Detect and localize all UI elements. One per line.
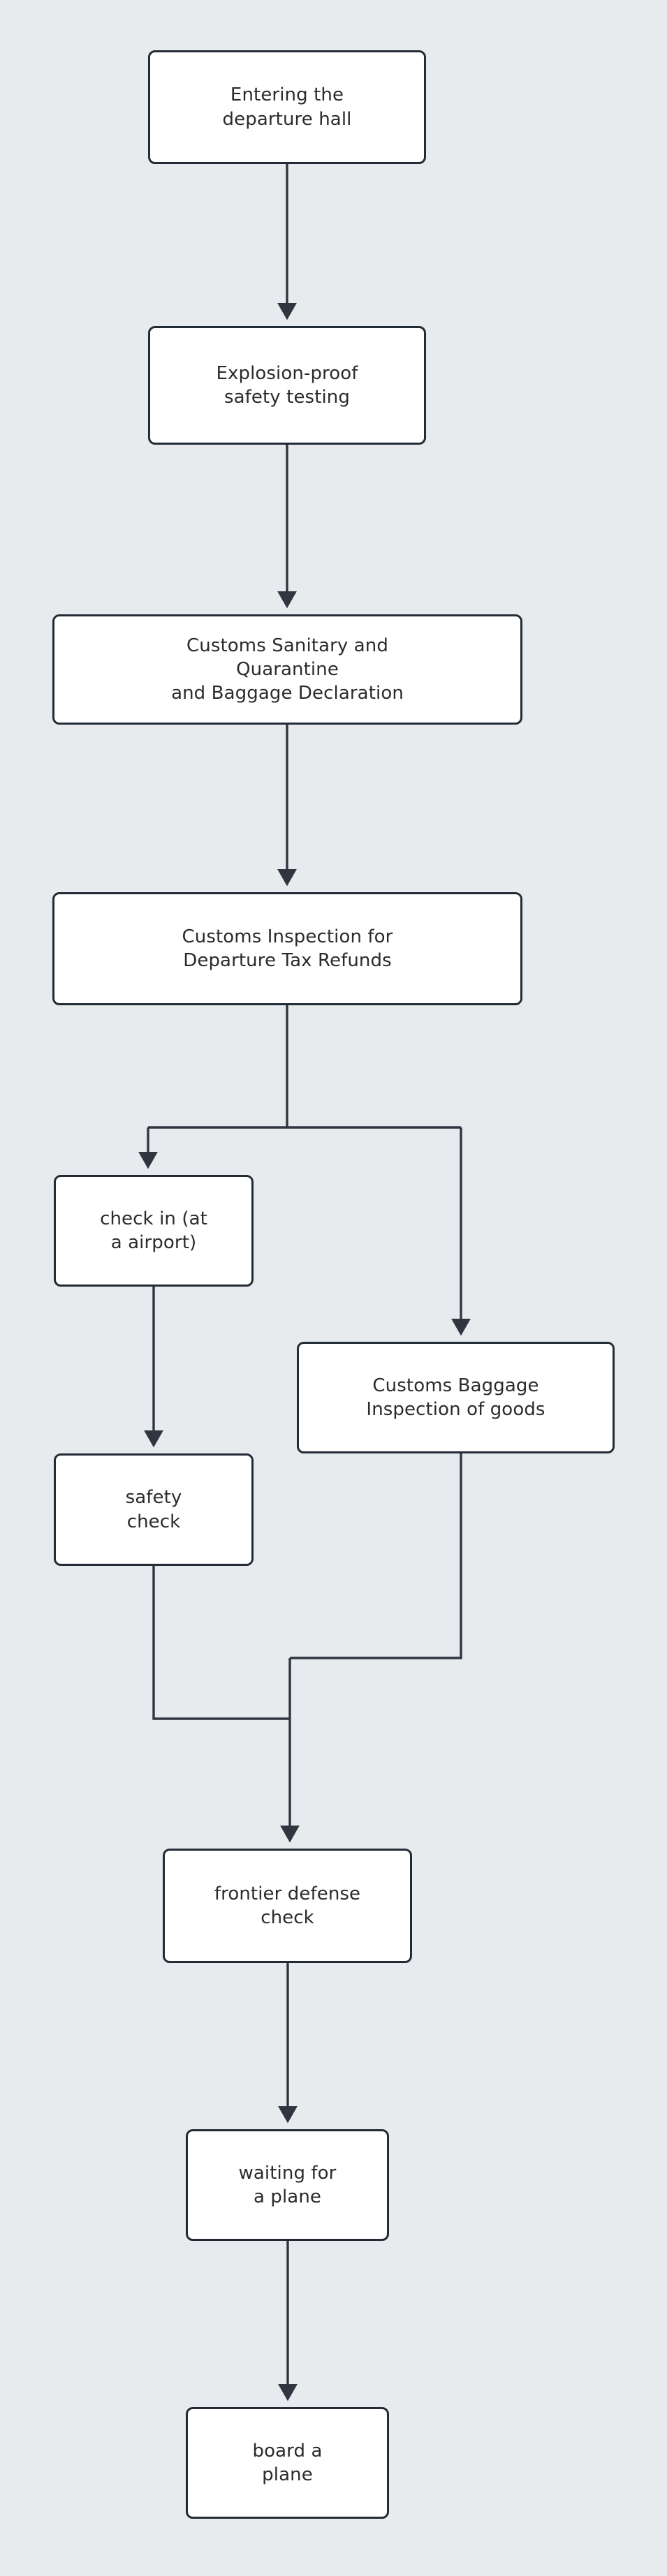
node-label: check in (at a airport) <box>100 1208 207 1253</box>
node-label: waiting for a plane <box>238 2162 337 2207</box>
node-explosion-proof-safety-testing[interactable]: Explosion-proof safety testing <box>148 326 426 445</box>
node-label: Customs Sanitary and Quarantine and Bagg… <box>171 635 404 704</box>
node-label: Entering the departure hall <box>222 84 352 130</box>
node-label: board a plane <box>252 2440 323 2485</box>
node-safety-check[interactable]: safety check <box>54 1453 254 1566</box>
node-waiting-for-a-plane[interactable]: waiting for a plane <box>186 2129 389 2241</box>
node-entering-departure-hall[interactable]: Entering the departure hall <box>148 50 426 164</box>
node-board-a-plane[interactable]: board a plane <box>186 2407 389 2519</box>
edge-safetycheck-merge <box>152 1566 290 1720</box>
node-label: Customs Inspection for Departure Tax Ref… <box>182 926 393 971</box>
node-customs-sanitary-quarantine-baggage-declaration[interactable]: Customs Sanitary and Quarantine and Bagg… <box>52 614 522 725</box>
node-label: Explosion-proof safety testing <box>216 362 358 408</box>
edge-baggage-merge <box>290 1453 462 1659</box>
node-customs-baggage-inspection-of-goods[interactable]: Customs Baggage Inspection of goods <box>297 1342 615 1453</box>
node-label: frontier defense check <box>214 1883 361 1928</box>
node-frontier-defense-check[interactable]: frontier defense check <box>163 1849 412 1963</box>
node-check-in-at-airport[interactable]: check in (at a airport) <box>54 1175 254 1287</box>
node-customs-inspection-departure-tax-refunds[interactable]: Customs Inspection for Departure Tax Ref… <box>52 892 522 1005</box>
node-label: Customs Baggage Inspection of goods <box>366 1375 545 1420</box>
node-label: safety check <box>125 1487 182 1532</box>
